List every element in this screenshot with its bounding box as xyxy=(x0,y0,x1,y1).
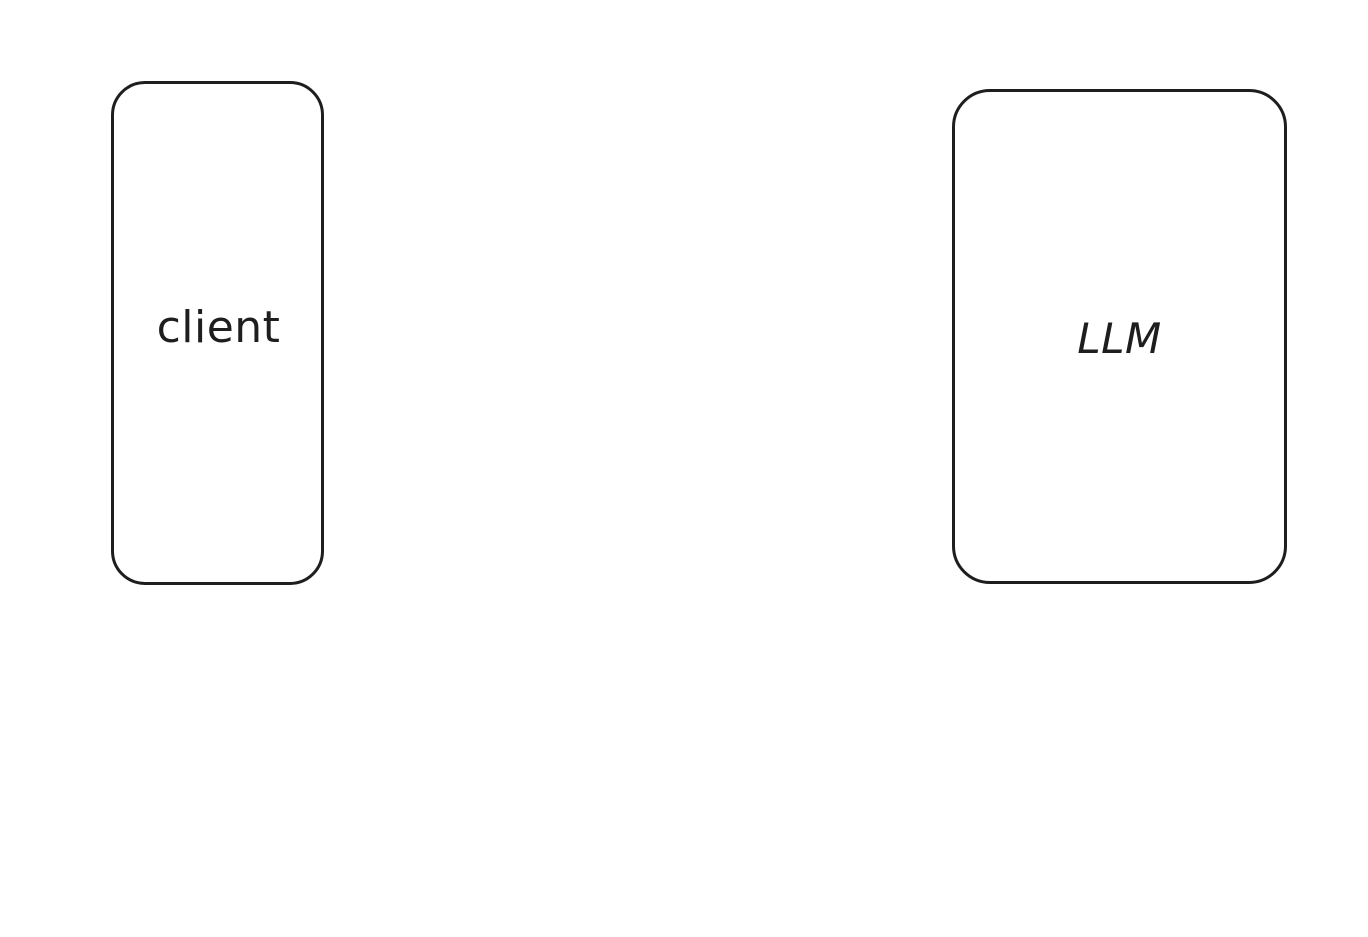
client-box[interactable]: client xyxy=(111,81,324,585)
llm-label: LLM xyxy=(1077,313,1162,363)
llm-box[interactable]: LLM xyxy=(952,89,1287,584)
client-label: client xyxy=(156,302,281,353)
